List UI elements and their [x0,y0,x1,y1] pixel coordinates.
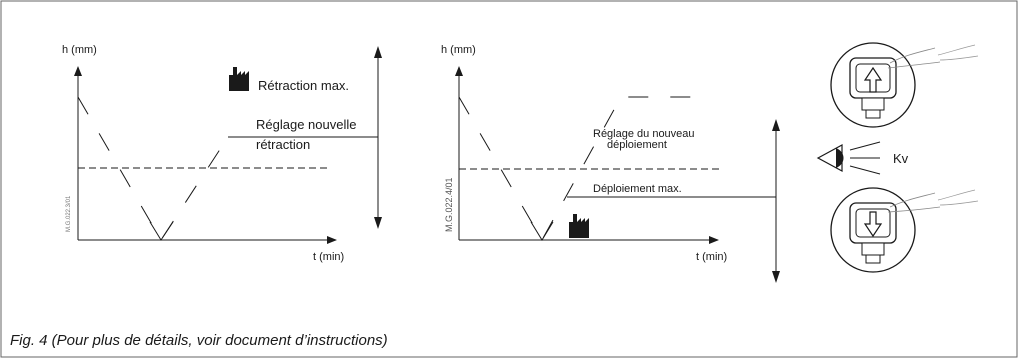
right-y-axis-label: h (mm) [441,44,476,56]
left-curve [77,96,229,241]
eye-icon [816,141,881,175]
left-label-max: Rétraction max. [258,78,349,93]
push-up-device-icon [830,42,979,128]
figure-caption: Fig. 4 (Pour plus de détails, voir docum… [10,332,388,349]
left-factory-icon [229,67,249,91]
left-diagram: h (mm) t (min) M.G.022.3/01 Rétraction m… [62,44,382,263]
left-label-new-line2: rétraction [256,137,310,152]
right-label-new-line1: Réglage du nouveau [593,128,695,140]
right-diagram: h (mm) t (min) M.G.022.4/01 Réglage du n… [441,44,780,283]
right-label-new-line2: déploiement [607,139,667,151]
push-down-device-icon [830,187,979,273]
left-label-new-line1: Réglage nouvelle [256,117,356,132]
right-factory-icon [569,214,589,238]
right-x-axis-label: t (min) [696,251,727,263]
eye-label: Kv [893,151,909,166]
right-curve-bottom [530,221,554,241]
left-curve-bottom [149,221,174,241]
left-y-axis-label: h (mm) [62,44,97,56]
right-ref-code: M.G.022.4/01 [444,177,454,232]
device-illustrations: Kv [816,42,979,273]
right-label-max: Déploiement max. [593,183,682,195]
left-x-axis-label: t (min) [313,251,344,263]
left-ref-code: M.G.022.3/01 [66,195,72,232]
